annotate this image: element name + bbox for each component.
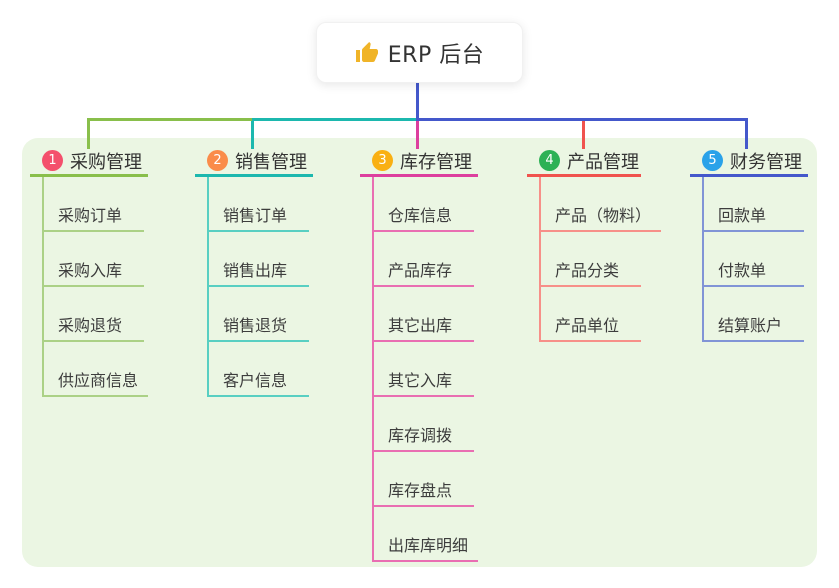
connector-bus-right: [416, 118, 748, 121]
child-item[interactable]: 库存盘点: [374, 452, 474, 507]
root-node[interactable]: ERP 后台: [316, 22, 523, 83]
child-item[interactable]: 其它入库: [374, 342, 474, 397]
child-item[interactable]: 供应商信息: [44, 342, 149, 397]
branch: 4 产品管理 产品（物料）产品分类产品单位: [527, 147, 662, 342]
child-item[interactable]: 产品单位: [541, 287, 641, 342]
connector-branch5-drop: [745, 118, 748, 149]
branch: 2 销售管理 销售订单销售出库销售退货客户信息: [195, 147, 313, 397]
branch: 3 库存管理 仓库信息产品库存其它出库其它入库库存调拨库存盘点出库库明细: [360, 147, 479, 562]
child-item[interactable]: 产品（物料）: [541, 177, 662, 232]
thumbs-up-icon: [355, 41, 378, 62]
child-item[interactable]: 销售出库: [209, 232, 309, 287]
branch-title: 财务管理: [730, 151, 802, 173]
branch-number-badge: 2: [207, 150, 228, 171]
branch: 1 采购管理 采购订单采购入库采购退货供应商信息: [30, 147, 149, 397]
branches-panel: [22, 138, 817, 567]
connector-branch2-drop: [251, 118, 254, 149]
child-item[interactable]: 销售订单: [209, 177, 309, 232]
connector-branch4-drop: [582, 121, 585, 149]
child-item[interactable]: 产品库存: [374, 232, 474, 287]
branch-title: 销售管理: [235, 151, 307, 173]
connector-root-drop: [416, 83, 419, 121]
branch-children: 回款单付款单结算账户: [702, 177, 808, 342]
branch-children: 采购订单采购入库采购退货供应商信息: [42, 177, 149, 397]
branch-header[interactable]: 1 采购管理: [30, 147, 148, 177]
child-item[interactable]: 结算账户: [704, 287, 804, 342]
branch-header[interactable]: 2 销售管理: [195, 147, 313, 177]
child-item[interactable]: 库存调拨: [374, 397, 474, 452]
child-item[interactable]: 仓库信息: [374, 177, 474, 232]
child-item[interactable]: 客户信息: [209, 342, 309, 397]
connector-bus-left: [87, 118, 254, 121]
branch-number-badge: 3: [372, 150, 393, 171]
child-item[interactable]: 回款单: [704, 177, 804, 232]
branch-children: 产品（物料）产品分类产品单位: [539, 177, 662, 342]
branch-header[interactable]: 3 库存管理: [360, 147, 478, 177]
child-item[interactable]: 采购退货: [44, 287, 144, 342]
root-title: ERP 后台: [387, 42, 485, 68]
connector-branch1-drop: [87, 118, 90, 149]
branch-header[interactable]: 5 财务管理: [690, 147, 808, 177]
child-item[interactable]: 采购订单: [44, 177, 144, 232]
connector-bus-middle: [252, 118, 419, 121]
branch-number-badge: 5: [702, 150, 723, 171]
branch-number-badge: 4: [539, 150, 560, 171]
child-item[interactable]: 出库库明细: [374, 507, 479, 562]
child-item[interactable]: 付款单: [704, 232, 804, 287]
child-item[interactable]: 销售退货: [209, 287, 309, 342]
child-item[interactable]: 产品分类: [541, 232, 641, 287]
connector-branch3-drop: [416, 121, 419, 149]
branch-children: 销售订单销售出库销售退货客户信息: [207, 177, 313, 397]
branch-title: 产品管理: [567, 151, 639, 173]
branch: 5 财务管理 回款单付款单结算账户: [690, 147, 808, 342]
branch-children: 仓库信息产品库存其它出库其它入库库存调拨库存盘点出库库明细: [372, 177, 479, 562]
branch-header[interactable]: 4 产品管理: [527, 147, 641, 177]
branch-title: 库存管理: [400, 151, 472, 173]
child-item[interactable]: 采购入库: [44, 232, 144, 287]
branch-title: 采购管理: [70, 151, 142, 173]
branch-number-badge: 1: [42, 150, 63, 171]
child-item[interactable]: 其它出库: [374, 287, 474, 342]
